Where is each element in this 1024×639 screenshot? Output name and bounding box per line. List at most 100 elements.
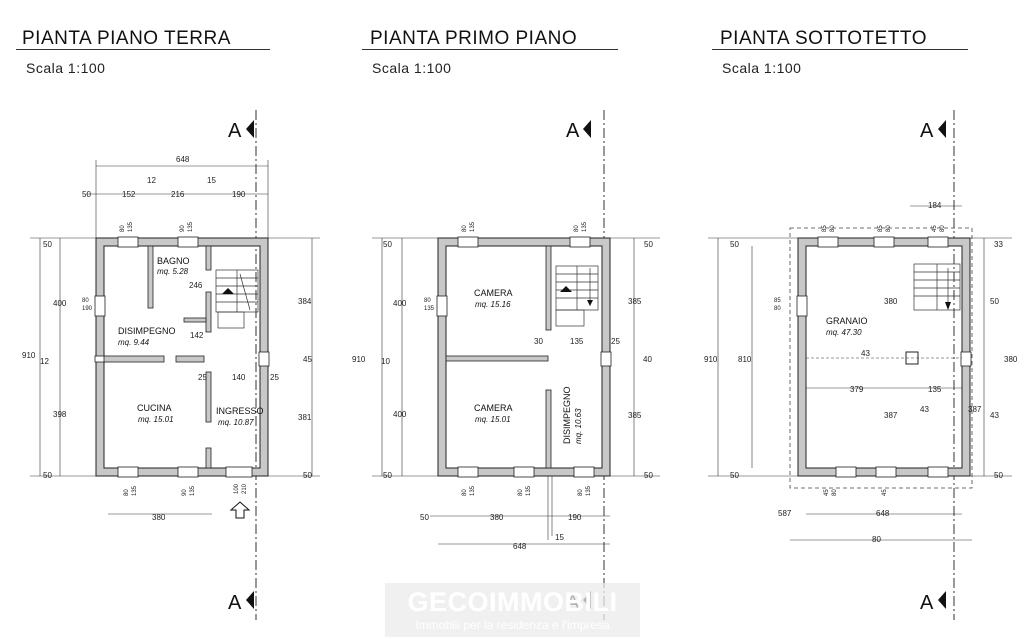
svg-text:25: 25 [270,373,279,382]
title-underline [712,49,968,50]
title-underline [362,49,618,50]
svg-text:135: 135 [570,337,584,346]
svg-text:380: 380 [152,513,166,522]
svg-text:80: 80 [774,306,781,312]
dimension-texts: 50 400 10 400 50 910 50 385 40 385 50 30… [352,240,653,551]
svg-text:80: 80 [578,489,584,496]
svg-text:381: 381 [298,413,312,422]
window-opening [457,236,479,248]
window-opening [927,466,949,478]
svg-text:135: 135 [470,485,476,496]
inner-wall [103,355,165,363]
window-opening [600,351,612,367]
svg-text:379: 379 [850,385,864,394]
svg-text:50: 50 [43,471,52,480]
window-opening [573,466,595,478]
plan-title-ground: PIANTA PIANO TERRA [22,28,231,49]
svg-text:152: 152 [122,190,136,199]
svg-text:140: 140 [232,373,246,382]
inner-wall [205,291,212,333]
room-area: mq. 10.63 [574,408,583,444]
room-name: CUCINA [137,403,172,413]
svg-text:380: 380 [490,513,504,522]
svg-text:385: 385 [628,297,642,306]
section-marker: A [228,592,242,614]
room-name: BAGNO [157,256,190,266]
dimension-lines [372,237,660,545]
plan-title-first: PIANTA PRIMO PIANO [370,28,578,49]
svg-text:45: 45 [824,489,830,496]
room-labels: GRANAIO mq. 47.30 [826,316,868,337]
svg-text:43: 43 [990,411,999,420]
svg-text:648: 648 [876,509,890,518]
svg-text:135: 135 [190,485,196,496]
svg-text:10: 10 [381,357,390,366]
svg-text:50: 50 [43,240,52,249]
svg-text:135: 135 [470,221,476,232]
dimension-lines [708,205,1012,541]
svg-text:33: 33 [994,240,1003,249]
svg-text:80: 80 [82,298,89,304]
room-name: CAMERA [474,403,513,413]
stair-arrow-icon [560,286,572,292]
section-arrow-icon [583,120,591,138]
section-arrow-icon [246,120,254,138]
window-opening [873,236,895,248]
svg-text:380: 380 [1004,355,1018,364]
opening-dims: 80 135 80 135 80 135 80 135 80 135 80 13… [424,221,592,496]
plan-attic: A A [704,110,1018,620]
inner-wall [205,371,212,423]
room-labels: BAGNO mq. 5.28 DISIMPEGNO mq. 9.44 CUCIN… [118,256,264,427]
dimension-texts: 184 50 810 910 50 380 43 387 50 380 43 3… [704,201,1018,544]
svg-text:910: 910 [352,355,366,364]
svg-text:380: 380 [884,297,898,306]
svg-text:80: 80 [424,298,431,304]
title-underline [16,49,270,50]
svg-text:15: 15 [207,176,216,185]
svg-text:80: 80 [462,489,468,496]
svg-text:85: 85 [878,225,884,232]
svg-text:50: 50 [730,471,739,480]
inner-wall [175,355,205,363]
room-name: INGRESSO [216,406,264,416]
svg-text:246: 246 [189,281,203,290]
stair-arrow-icon [222,288,234,294]
svg-text:384: 384 [298,297,312,306]
section-marker: A [920,592,934,614]
svg-text:400: 400 [393,410,407,419]
entry-arrow-icon [229,501,251,519]
svg-text:910: 910 [22,351,36,360]
plan-scale-attic: Scala 1:100 [722,60,802,76]
section-arrow-icon [938,120,946,138]
inner-wall [545,389,552,469]
svg-text:910: 910 [704,355,718,364]
plan-ground-floor: A A [22,110,320,620]
svg-text:135: 135 [928,385,942,394]
section-marker: A [228,120,242,142]
svg-text:190: 190 [232,190,246,199]
room-area: mq. 15.01 [138,415,174,424]
svg-text:135: 135 [582,221,588,232]
inner-wall [445,355,549,362]
svg-text:190: 190 [568,513,582,522]
svg-text:12: 12 [40,357,49,366]
svg-text:100: 100 [234,483,240,494]
window-opening [817,236,839,248]
svg-text:135: 135 [188,221,194,232]
door-opening [225,466,253,478]
svg-text:25: 25 [611,337,620,346]
svg-text:45: 45 [303,355,312,364]
svg-text:135: 135 [526,485,532,496]
svg-text:80: 80 [940,225,946,232]
svg-text:80: 80 [872,535,881,544]
window-opening [117,466,139,478]
watermark-brand: GECOIMMOBILI [407,587,618,617]
svg-text:810: 810 [738,355,752,364]
room-name: DISIMPEGNO [562,386,572,444]
svg-text:400: 400 [53,299,67,308]
svg-text:85: 85 [774,298,781,304]
svg-text:50: 50 [420,513,429,522]
plan-scale-ground: Scala 1:100 [26,60,106,76]
